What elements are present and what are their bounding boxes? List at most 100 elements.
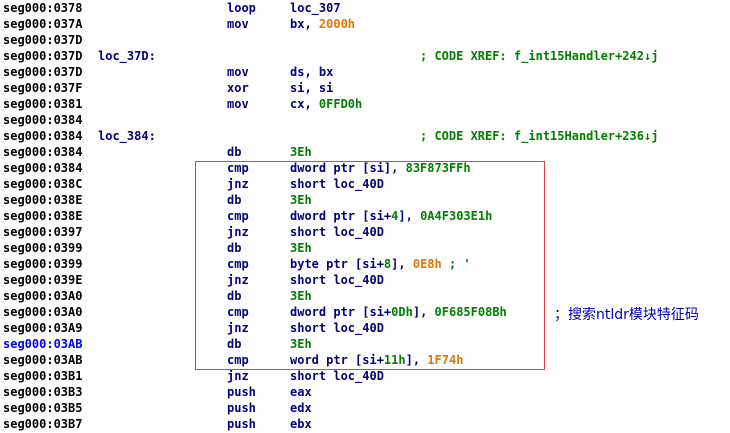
listing-line[interactable]: seg000:037D [0,32,730,48]
mnemonic[interactable]: db [227,289,242,303]
operands[interactable]: loc_307 [290,0,341,16]
address[interactable]: seg000:0384 [3,145,83,159]
mnemonic[interactable]: jnz [227,225,249,239]
address[interactable]: seg000:0397 [3,225,83,239]
listing-line[interactable]: seg000:0381 mov cx, 0FFD0h [0,96,730,112]
mnemonic[interactable]: db [227,145,242,159]
listing-line[interactable]: seg000:03AB cmp word ptr [si+11h], 1F74h [0,352,730,368]
mnemonic[interactable]: mov [227,65,249,79]
mnemonic[interactable]: jnz [227,369,249,383]
address[interactable]: seg000:0381 [3,97,83,111]
listing-line[interactable]: seg000:038E db 3Eh [0,192,730,208]
operands[interactable]: si, si [290,80,333,96]
listing-line[interactable]: seg000:0384 cmp dword ptr [si], 83F873FFh [0,160,730,176]
operands[interactable]: 3Eh [290,192,312,208]
address[interactable]: seg000:037D [3,49,83,63]
address[interactable]: seg000:038E [3,193,83,207]
listing-line[interactable]: seg000:03B5 push edx [0,400,730,416]
address[interactable]: seg000:038E [3,209,83,223]
address[interactable]: seg000:03B5 [3,401,83,415]
address[interactable]: seg000:038C [3,177,83,191]
listing-line[interactable]: seg000:037F xor si, si [0,80,730,96]
address[interactable]: seg000:0384 [3,113,83,127]
listing-line[interactable]: seg000:0397 jnz short loc_40D [0,224,730,240]
address[interactable]: seg000:03B3 [3,385,83,399]
operands[interactable]: cx, 0FFD0h [290,96,362,112]
xref-comment[interactable]: ; CODE XREF: f_int15Handler+236↓j [420,129,659,143]
mnemonic[interactable]: db [227,337,242,351]
operands[interactable]: dword ptr [si+0Dh], 0F685F08Bh [290,304,507,320]
address[interactable]: seg000:037F [3,81,83,95]
mnemonic[interactable]: db [227,241,242,255]
mnemonic[interactable]: jnz [227,273,249,287]
listing-line[interactable]: seg000:03B3 push eax [0,384,730,400]
address[interactable]: seg000:037D [3,65,83,79]
mnemonic[interactable]: db [227,193,242,207]
address[interactable]: seg000:037A [3,17,83,31]
address[interactable]: seg000:0399 [3,241,83,255]
listing-line[interactable]: seg000:037A mov bx, 2000h [0,16,730,32]
code-label[interactable]: loc_384: [98,129,156,143]
xref-comment[interactable]: ; CODE XREF: f_int15Handler+242↓j [420,49,659,63]
mnemonic[interactable]: cmp [227,209,249,223]
operands[interactable]: word ptr [si+11h], 1F74h [290,352,463,368]
mnemonic[interactable]: xor [227,81,249,95]
listing-line[interactable]: seg000:037D mov ds, bx [0,64,730,80]
operands[interactable]: short loc_40D [290,320,384,336]
mnemonic[interactable]: mov [227,17,249,31]
listing-line[interactable]: seg000:037D loc_37D: ; CODE XREF: f_int15H… [0,48,730,64]
listing-line[interactable]: seg000:0384 db 3Eh [0,144,730,160]
mnemonic[interactable]: push [227,401,256,415]
listing-line[interactable]: seg000:0378 loop loc_307 [0,0,730,16]
listing-line[interactable]: seg000:0399 db 3Eh [0,240,730,256]
mnemonic[interactable]: push [227,385,256,399]
operands[interactable]: 3Eh [290,336,312,352]
listing-line[interactable]: seg000:03B1 jnz short loc_40D [0,368,730,384]
operands[interactable]: byte ptr [si+8], 0E8h ; ' [290,256,471,272]
operands[interactable]: 3Eh [290,288,312,304]
operands[interactable]: ds, bx [290,64,333,80]
address[interactable]: seg000:03AB [3,337,83,351]
listing-line[interactable]: seg000:0399 cmp byte ptr [si+8], 0E8h ; ' [0,256,730,272]
listing-line[interactable]: seg000:0384 [0,112,730,128]
address[interactable]: seg000:039E [3,273,83,287]
mnemonic[interactable]: cmp [227,353,249,367]
mnemonic[interactable]: push [227,417,256,431]
mnemonic[interactable]: cmp [227,161,249,175]
operands[interactable]: short loc_40D [290,224,384,240]
operands[interactable]: bx, 2000h [290,16,355,32]
address[interactable]: seg000:0378 [3,1,83,15]
mnemonic[interactable]: jnz [227,177,249,191]
listing-line[interactable]: seg000:0384 loc_384: ; CODE XREF: f_int15H… [0,128,730,144]
mnemonic[interactable]: mov [227,97,249,111]
operands[interactable]: ebx [290,416,312,432]
listing-line[interactable]: seg000:03AB db 3Eh [0,336,730,352]
address[interactable]: seg000:0399 [3,257,83,271]
operands[interactable]: short loc_40D [290,368,384,384]
code-label[interactable]: loc_37D: [98,49,156,63]
listing-line[interactable]: seg000:038E cmp dword ptr [si+4], 0A4F303E… [0,208,730,224]
mnemonic[interactable]: loop [227,1,256,15]
operands[interactable]: edx [290,400,312,416]
operands[interactable]: 3Eh [290,240,312,256]
address[interactable]: seg000:037D [3,33,83,47]
operands[interactable]: eax [290,384,312,400]
address[interactable]: seg000:0384 [3,161,83,175]
operands[interactable]: 3Eh [290,144,312,160]
address[interactable]: seg000:03B7 [3,417,83,431]
address[interactable]: seg000:03A9 [3,321,83,335]
address[interactable]: seg000:03AB [3,353,83,367]
operands[interactable]: dword ptr [si], 83F873FFh [290,160,471,176]
address[interactable]: seg000:0384 [3,129,83,143]
operands[interactable]: dword ptr [si+4], 0A4F303E1h [290,208,492,224]
listing-line[interactable]: seg000:03A9 jnz short loc_40D [0,320,730,336]
address[interactable]: seg000:03A0 [3,289,83,303]
address[interactable]: seg000:03B1 [3,369,83,383]
listing-line[interactable]: seg000:03A0 db 3Eh [0,288,730,304]
mnemonic[interactable]: jnz [227,321,249,335]
mnemonic[interactable]: cmp [227,257,249,271]
